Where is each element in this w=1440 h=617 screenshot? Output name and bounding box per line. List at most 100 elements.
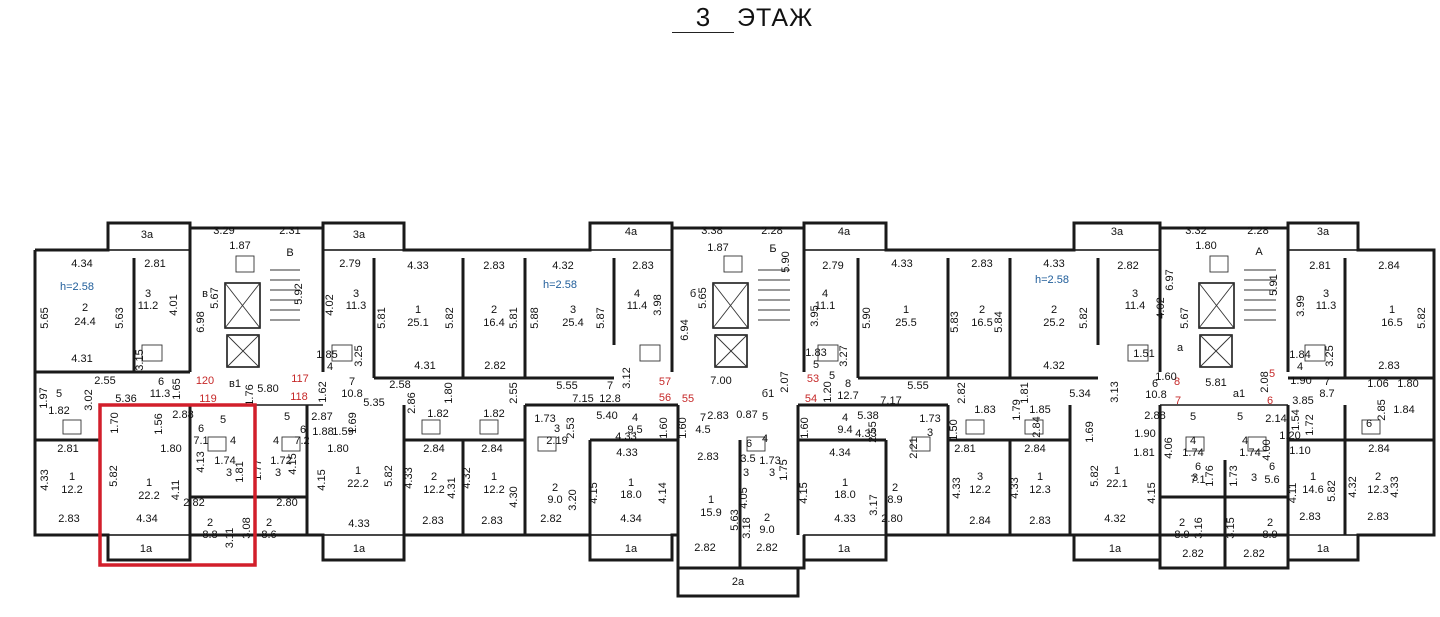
plan-label: h=2.58 xyxy=(60,281,94,293)
plan-label: 2.80 xyxy=(276,497,297,509)
plan-label: 1 xyxy=(708,494,714,506)
plan-label: 4.11 xyxy=(170,480,182,501)
plan-label: 4 xyxy=(842,412,848,424)
plan-label: 1 xyxy=(903,304,909,316)
plan-label: 4.34 xyxy=(136,513,157,525)
plan-label: 1.90 xyxy=(1134,428,1155,440)
plan-label: 3.15 xyxy=(1225,517,1237,538)
plan-label: 1.74 xyxy=(1182,447,1203,459)
plan-label: 1 xyxy=(1037,471,1043,483)
plan-label: 2.81 xyxy=(57,443,78,455)
plan-label: 4.33 xyxy=(1389,476,1401,497)
plan-label: 4.33 xyxy=(39,469,51,490)
plan-label: 5.63 xyxy=(114,307,126,328)
plan-label: 4.32 xyxy=(1347,476,1359,497)
plan-label: 53 xyxy=(807,373,819,385)
plan-label: 4 xyxy=(1242,435,1248,447)
selected-apartment-frame[interactable] xyxy=(98,403,257,567)
plan-label: 9.0 xyxy=(759,524,774,536)
plan-label: 2.84 xyxy=(1378,260,1399,272)
plan-label: 119 xyxy=(199,393,217,405)
plan-label: 5.67 xyxy=(1179,307,1191,328)
plan-label: 54 xyxy=(805,393,817,405)
plan-label: 4.33 xyxy=(855,428,876,440)
plan-label: 3.08 xyxy=(241,517,253,538)
plan-label: 2.82 xyxy=(694,542,715,554)
plan-label: 4 xyxy=(327,361,333,373)
plan-label: 2.87 xyxy=(311,411,332,423)
plan-label: 5.55 xyxy=(907,380,928,392)
plan-label: 3.15 xyxy=(134,349,146,370)
plan-label: 4.00 xyxy=(1261,439,1273,460)
plan-label: 2.55 xyxy=(867,421,879,442)
plan-label: а1 xyxy=(1233,388,1245,400)
plan-label: 4.32 xyxy=(552,260,573,272)
plan-label: 2.83 xyxy=(481,515,502,527)
plan-label: 1.80 xyxy=(1195,240,1216,252)
plan-label: 3 xyxy=(1251,472,1257,484)
plan-label: 5.63 xyxy=(729,509,741,530)
plan-label: 5 xyxy=(284,411,290,423)
plan-label: 2 xyxy=(1179,517,1185,529)
plan-label: 4 xyxy=(230,435,236,447)
plan-label: 3 xyxy=(743,467,749,479)
plan-label: 2.81 xyxy=(1309,260,1330,272)
plan-label: 8.6 xyxy=(261,529,276,541)
plan-label: 3.29 xyxy=(213,225,234,237)
plan-label: 7.2 xyxy=(294,435,309,447)
plan-label: 2.84 xyxy=(1024,443,1045,455)
plan-label: 4.33 xyxy=(891,258,912,270)
plan-label: 2 xyxy=(82,302,88,314)
plan-label: 7.17 xyxy=(880,395,901,407)
plan-label: 5.82 xyxy=(1089,465,1101,486)
plan-label: 2.83 xyxy=(1367,511,1388,523)
plan-label: 11.1 xyxy=(815,300,836,312)
plan-label: 57 xyxy=(659,376,671,388)
plan-label: 11.4 xyxy=(627,300,648,312)
plan-label: 4.33 xyxy=(951,477,963,498)
plan-label: 18.0 xyxy=(620,489,641,501)
plan-label: 5.82 xyxy=(1416,307,1428,328)
plan-label: 12.7 xyxy=(837,390,858,402)
plan-label: 22.1 xyxy=(1106,478,1127,490)
plan-label: 2.83 xyxy=(697,451,718,463)
plan-label: 2.28 xyxy=(1247,225,1268,237)
plan-label: 1.50 xyxy=(948,419,960,440)
plan-label: 4а xyxy=(838,226,851,238)
plan-label: 1.85 xyxy=(1029,404,1050,416)
plan-label: 15.9 xyxy=(700,507,721,519)
plan-label: 9.5 xyxy=(627,424,642,436)
plan-label: 8 xyxy=(845,378,851,390)
plan-label: 1.87 xyxy=(229,240,250,252)
plan-label: 5.36 xyxy=(115,393,136,405)
plan-label: 5.65 xyxy=(697,287,709,308)
plan-label: 5.88 xyxy=(529,307,541,328)
plan-label: 3 xyxy=(1323,288,1329,300)
plan-label: 2.28 xyxy=(761,225,782,237)
plan-label: 2.83 xyxy=(1299,511,1320,523)
plan-label: 11.3 xyxy=(346,300,367,312)
plan-label: 4.33 xyxy=(407,260,428,272)
plan-label: 5.82 xyxy=(383,465,395,486)
plan-label: 1.72 xyxy=(1304,414,1316,435)
plan-label: 3.38 xyxy=(701,225,722,237)
plan-label: 2 xyxy=(1267,517,1273,529)
plan-label: 2.84 xyxy=(481,443,502,455)
plan-label: 2.88 xyxy=(1144,410,1165,422)
plan-label: 2 xyxy=(764,512,770,524)
plan-label: 3 xyxy=(275,467,281,479)
plan-label: 3.20 xyxy=(567,489,579,510)
plan-label: 1.54 xyxy=(1290,409,1302,430)
plan-label: 1.56 xyxy=(153,413,165,434)
plan-label: 4.34 xyxy=(829,447,850,459)
plan-label: 1 xyxy=(842,477,848,489)
plan-label: 1.90 xyxy=(1290,375,1311,387)
plan-label: 2 xyxy=(892,482,898,494)
plan-label: 1а xyxy=(1317,543,1330,555)
plan-label: 5.40 xyxy=(596,410,617,422)
plan-label: 2.08 xyxy=(1259,371,1271,392)
plan-label: 11.2 xyxy=(138,300,159,312)
plan-label: 1.82 xyxy=(48,405,69,417)
plan-label: 4.05 xyxy=(738,487,750,508)
